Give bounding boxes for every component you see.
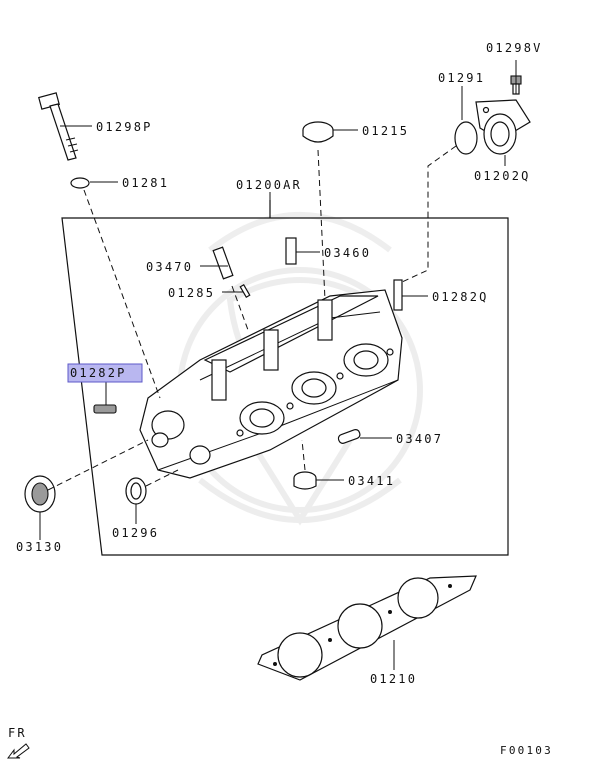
outlet-gasket-ring[interactable] [454,121,478,155]
water-outlet-fitting[interactable] [475,99,531,155]
label-03407[interactable]: 03407 [396,432,443,446]
label-01298V[interactable]: 01298V [486,41,543,55]
plug-03407[interactable] [337,428,361,444]
front-arrow-icon [7,743,30,759]
label-01281[interactable]: 01281 [122,176,169,190]
cam-seal-top[interactable] [302,121,334,143]
figure-code: F00103 [500,744,553,757]
label-01285[interactable]: 01285 [168,286,215,300]
seal-03130[interactable] [24,475,56,513]
assembly-frame [61,200,509,556]
label-03470[interactable]: 03470 [146,260,193,274]
cylinder-head[interactable] [139,289,403,479]
plug-03411[interactable] [293,471,317,490]
label-01215[interactable]: 01215 [362,124,409,138]
stud-01282P[interactable] [93,404,117,414]
label-01298P[interactable]: 01298P [96,120,153,134]
pin-03460[interactable] [285,237,297,265]
seal-01296[interactable] [125,477,147,505]
label-01296[interactable]: 01296 [112,526,159,540]
label-01282Q[interactable]: 01282Q [432,290,489,304]
label-01291[interactable]: 01291 [438,71,485,85]
label-03411[interactable]: 03411 [348,474,395,488]
fr-label: FR [8,726,27,740]
bolt-washer[interactable] [70,177,90,189]
label-01202Q[interactable]: 01202Q [474,169,531,183]
pin-01285[interactable] [239,283,251,299]
dowel-pin-03470[interactable] [212,246,234,280]
highlight-01282P [67,363,143,383]
label-01200AR[interactable]: 01200AR [236,178,302,192]
label-03130[interactable]: 03130 [16,540,63,554]
label-01210[interactable]: 01210 [370,672,417,686]
head-bolt[interactable] [38,92,79,161]
label-01282P[interactable]: 01282P [70,366,127,380]
head-gasket[interactable] [257,575,477,681]
stud-01282Q[interactable] [393,279,403,311]
label-03460[interactable]: 03460 [324,246,371,260]
